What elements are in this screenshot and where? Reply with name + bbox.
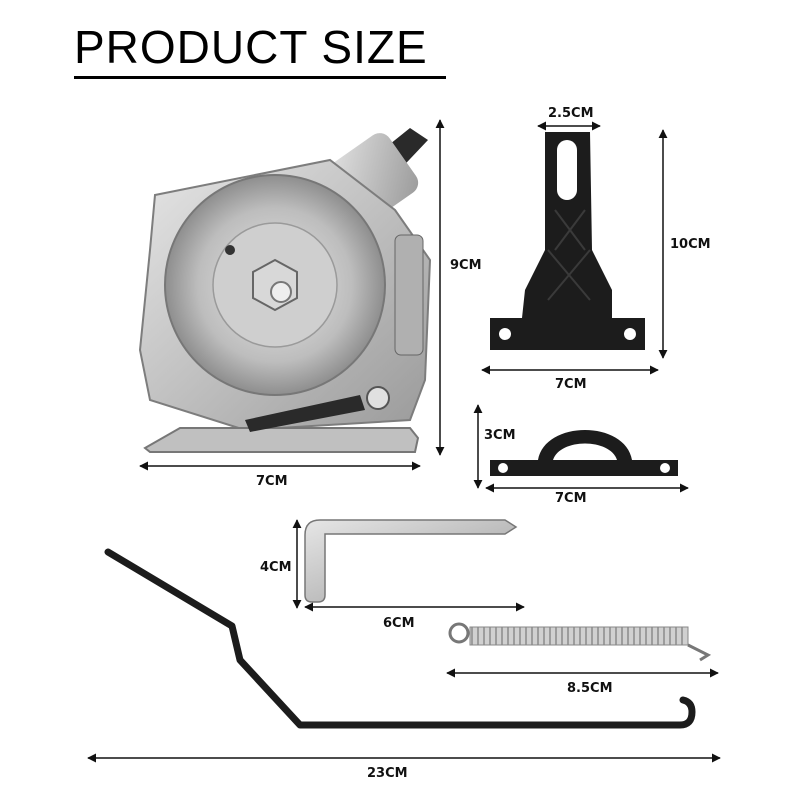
pipe-clamp xyxy=(490,430,678,476)
bracket-base-label: 7CM xyxy=(555,377,587,392)
bracket-top-label: 2.5CM xyxy=(548,106,594,121)
spring-length-label: 8.5CM xyxy=(567,681,613,696)
hex-wrench xyxy=(304,519,518,603)
wrench-height-label: 4CM xyxy=(260,560,292,575)
clamp-height-label: 3CM xyxy=(484,428,516,443)
bracket-height-label: 10CM xyxy=(670,237,711,252)
cutter-head xyxy=(138,128,432,453)
lever-length-label: 23CM xyxy=(367,766,408,781)
lever-rod xyxy=(104,548,696,729)
clamp-width-label: 7CM xyxy=(555,491,587,506)
spring xyxy=(448,622,712,662)
page-title: PRODUCT SIZE xyxy=(74,21,428,73)
cutter-height-label: 9CM xyxy=(450,258,482,273)
mount-bracket xyxy=(490,132,645,350)
cutter-width-label: 7CM xyxy=(256,474,288,489)
wrench-width-label: 6CM xyxy=(383,616,415,631)
title-underline xyxy=(74,76,446,79)
